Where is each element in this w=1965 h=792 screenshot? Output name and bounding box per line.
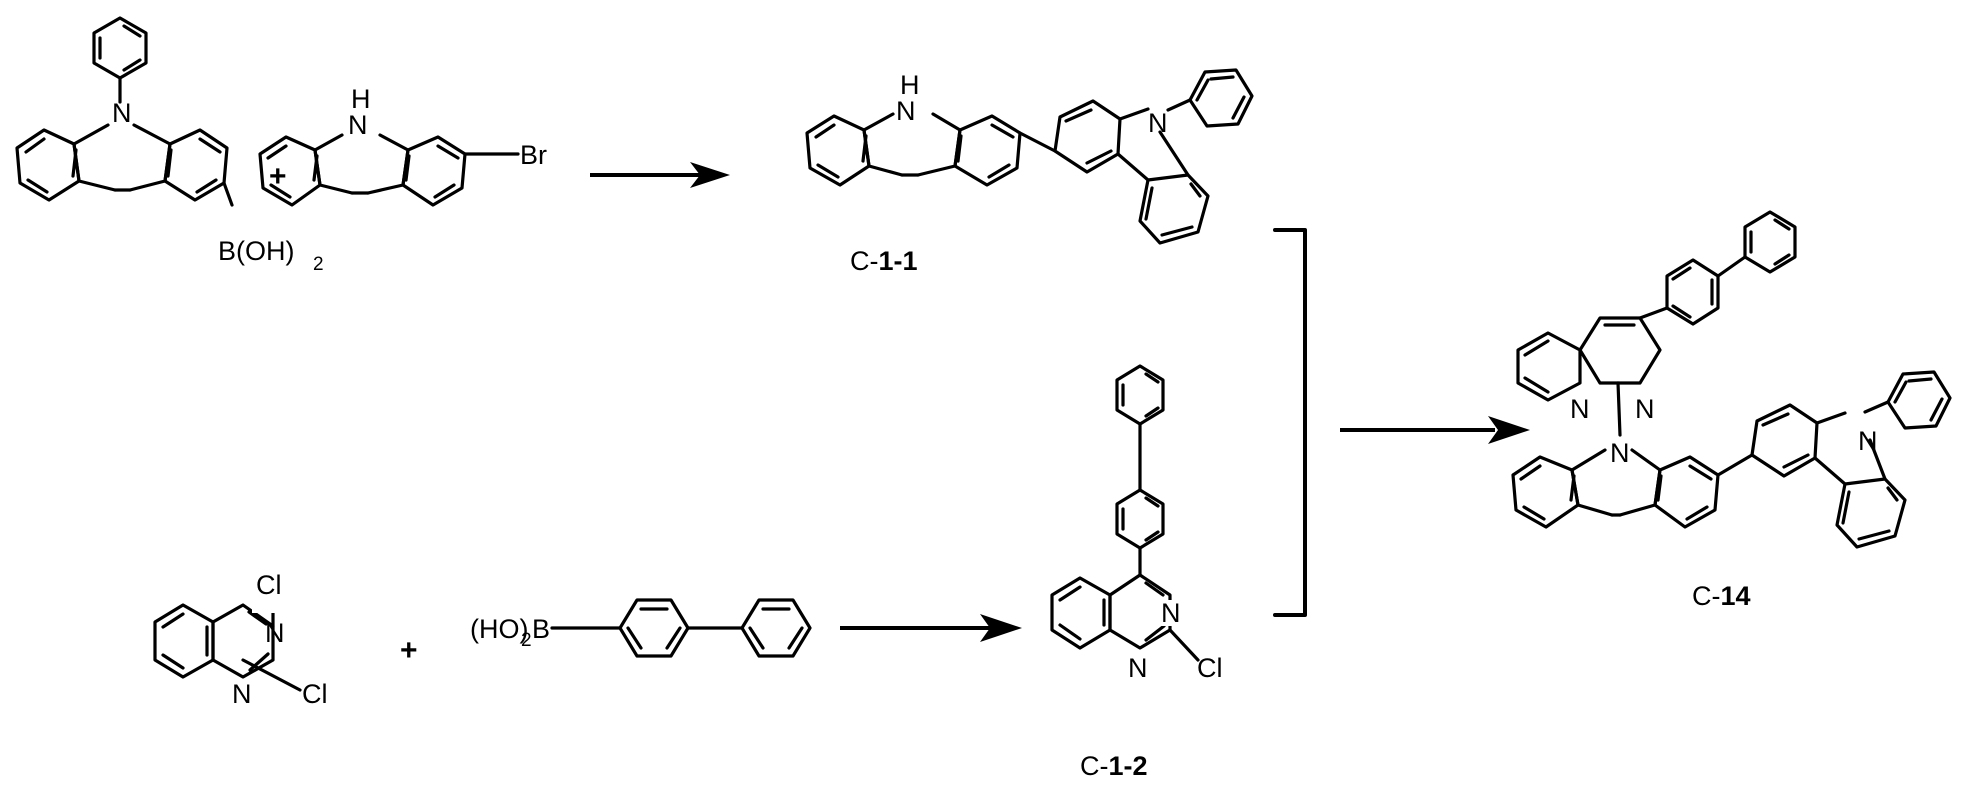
reaction-arrow-step1	[590, 162, 730, 188]
reactant-bromocarbazole: H N Br	[258, 84, 547, 207]
compound-label-c-1-1: C-1-1	[850, 246, 918, 276]
biphenyl-boronic-group-label: (HO)	[470, 614, 528, 644]
compound-label-c-1-2: C-1-2	[1080, 751, 1148, 781]
quinazoline-n1-label: N	[265, 618, 285, 648]
bromocarbazole-h-label: H	[351, 84, 371, 114]
quinazoline-n2-label: N	[232, 679, 252, 709]
c12-n2-label: N	[1128, 653, 1148, 683]
compound-label-c-14: C-14	[1692, 581, 1751, 611]
c11-h-label: H	[900, 70, 920, 100]
quinazoline-cl2-label: Cl	[302, 679, 328, 709]
c12-cl-label: Cl	[1197, 653, 1223, 683]
reaction-arrow-final	[1340, 416, 1530, 444]
product-c-1-1: H N N C-1-1	[805, 68, 1254, 276]
carbazole-nitrogen-label: N	[112, 98, 132, 128]
quinazoline-cl1-label: Cl	[256, 570, 282, 600]
boronic-acid-subscript: 2	[313, 254, 324, 275]
phenyl-ring	[92, 16, 148, 104]
product-c-14: N N N N C-14	[1511, 210, 1952, 611]
biphenyl-boronic-subscript: 2	[521, 630, 532, 651]
plus-sign-step2: +	[400, 634, 418, 667]
c12-n1-label: N	[1161, 598, 1181, 628]
bromocarbazole-n-label: N	[348, 110, 368, 140]
reactant-dichloroquinazoline: Cl N N Cl	[153, 570, 328, 709]
carbazole-core	[15, 123, 234, 207]
reaction-arrow-step2	[840, 614, 1022, 642]
c11-n2-label: N	[1148, 108, 1168, 138]
c14-n1-label: N	[1570, 394, 1590, 424]
c14-n2-label: N	[1635, 394, 1655, 424]
c14-n4-label: N	[1858, 426, 1878, 456]
c14-n3-label: N	[1610, 438, 1630, 468]
biphenyl-boronic-b-label: B	[532, 614, 550, 644]
bromine-label: Br	[520, 140, 547, 170]
c11-n1-label: N	[896, 96, 916, 126]
convergence-bracket	[1273, 228, 1307, 617]
reactant-biphenyl-boronic-acid: (HO) 2 B	[470, 598, 812, 658]
boronic-acid-group-label: B(OH)	[218, 236, 295, 266]
reactant-phenylcarbazole-boronic-acid: N B(OH) 2	[15, 16, 324, 275]
product-c-1-2: N N Cl C-1-2	[1050, 364, 1223, 781]
